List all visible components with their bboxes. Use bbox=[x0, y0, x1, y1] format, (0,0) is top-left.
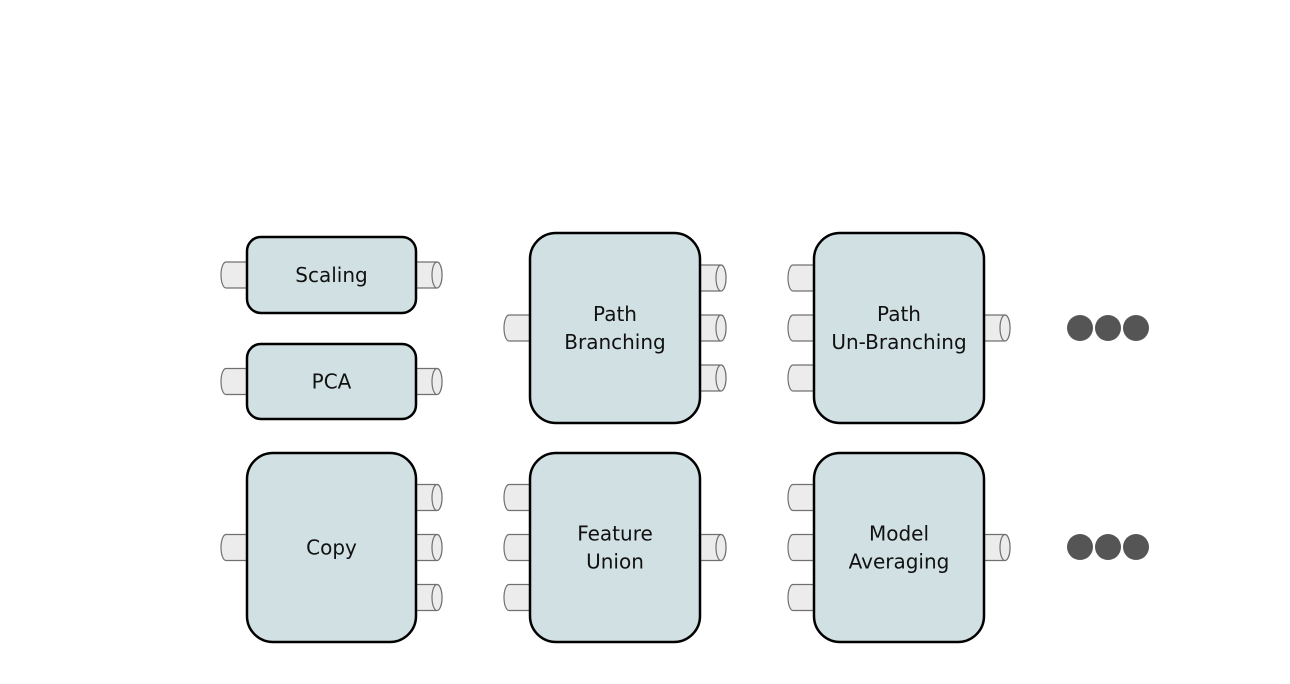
ellipsis-layer bbox=[1067, 315, 1149, 560]
node-label-line: Union bbox=[586, 550, 644, 574]
node-scaling-box bbox=[245, 235, 418, 315]
node-label-line: Branching bbox=[564, 330, 665, 354]
node-pca[interactable]: PCA bbox=[245, 342, 418, 421]
node-pca-label: PCA bbox=[312, 370, 352, 394]
node-label-line: Feature bbox=[577, 522, 653, 546]
ellipsis-more-nodes-row-2 bbox=[1067, 534, 1149, 560]
node-label-line: Model bbox=[869, 522, 929, 546]
node-scaling[interactable]: Scaling bbox=[245, 235, 418, 315]
node-label-line: Path bbox=[877, 302, 921, 326]
node-feature-union-box bbox=[528, 451, 702, 644]
node-scaling-label: Scaling bbox=[295, 263, 367, 287]
node-path-branching-box bbox=[528, 231, 702, 425]
node-label-line: Path bbox=[593, 302, 637, 326]
node-pca-box bbox=[245, 342, 418, 421]
ellipsis-more-nodes-row-1 bbox=[1067, 315, 1149, 341]
ellipsis-dot bbox=[1123, 534, 1149, 560]
node-label-line: Un-Branching bbox=[831, 330, 966, 354]
node-path-un-branching-box bbox=[812, 231, 986, 425]
node-copy[interactable]: Copy bbox=[245, 451, 418, 644]
ellipsis-dot bbox=[1067, 315, 1093, 341]
ellipsis-dot bbox=[1095, 534, 1121, 560]
ellipsis-dot bbox=[1067, 534, 1093, 560]
node-copy-box bbox=[245, 451, 418, 644]
node-label-line: Scaling bbox=[295, 263, 367, 287]
node-label-line: Averaging bbox=[849, 550, 950, 574]
node-copy-label: Copy bbox=[306, 536, 357, 560]
node-label-line: PCA bbox=[312, 370, 352, 394]
ellipsis-dot bbox=[1095, 315, 1121, 341]
ellipsis-dot bbox=[1123, 315, 1149, 341]
node-label-line: Copy bbox=[306, 536, 357, 560]
node-model-averaging-box bbox=[812, 451, 986, 644]
